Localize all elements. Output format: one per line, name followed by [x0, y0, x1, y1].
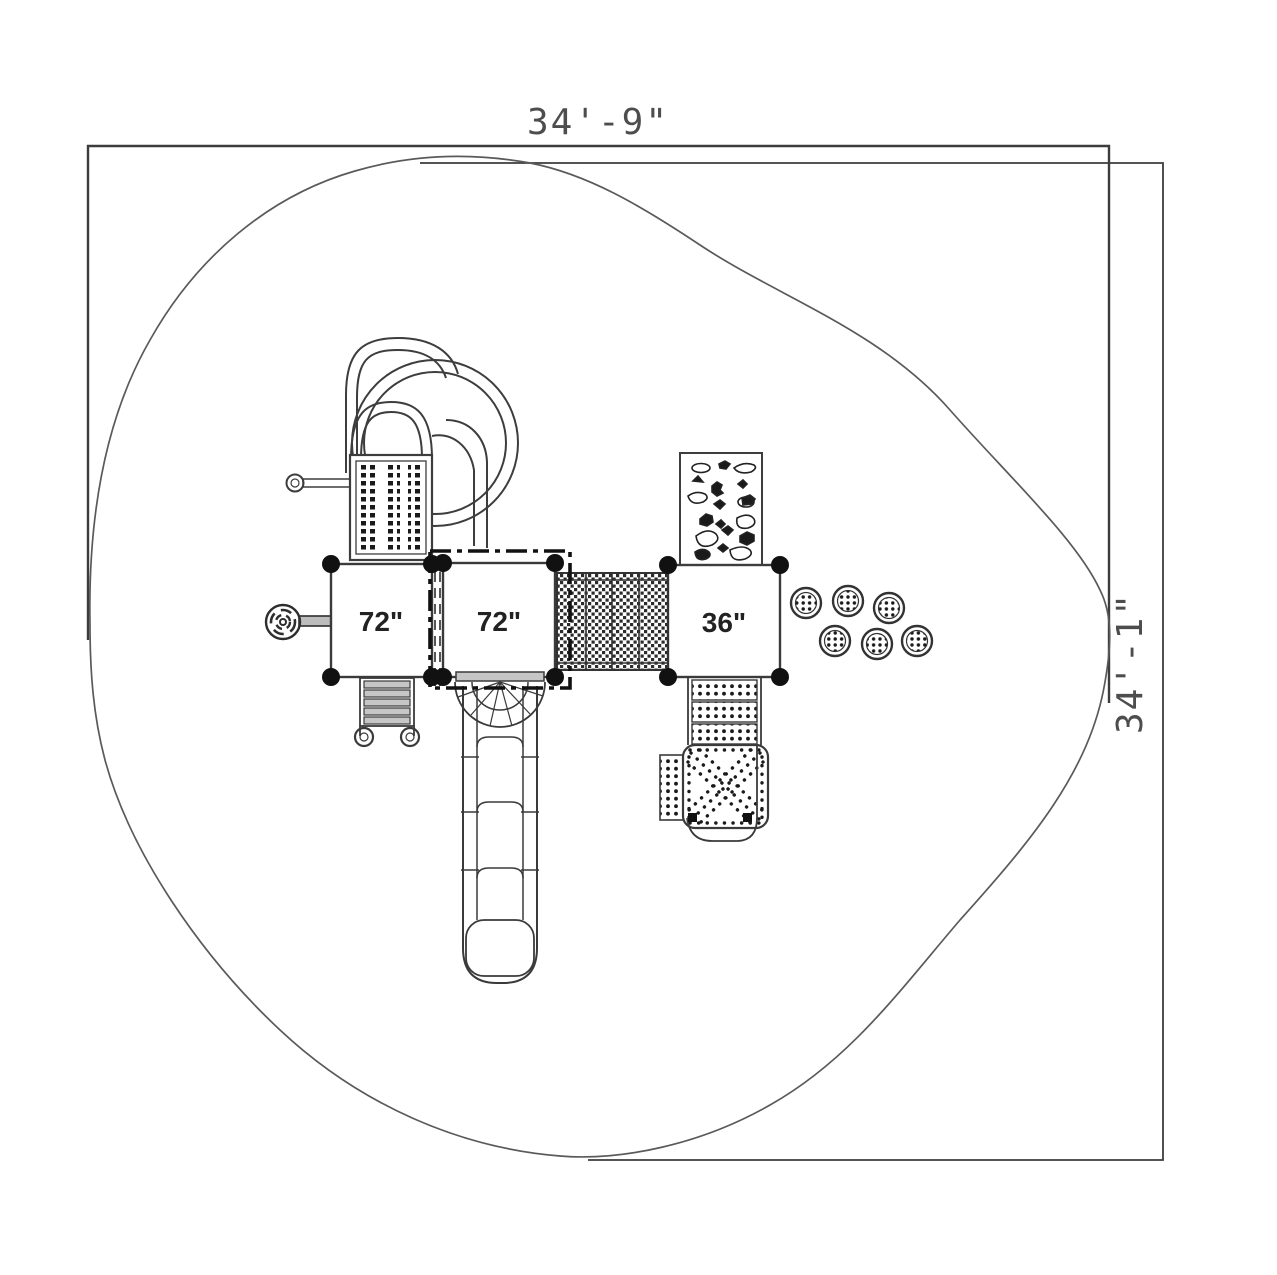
platform-decks — [329, 561, 782, 679]
stepping-pods — [789, 584, 934, 661]
platform-middle — [441, 561, 557, 679]
slide-hood — [454, 671, 546, 728]
boundary-square — [86, 144, 1164, 1161]
pod — [872, 591, 906, 625]
rock-climb-wall — [679, 452, 763, 566]
transfer-stairs — [353, 677, 421, 748]
dimension-top-label: 34'-9" — [527, 102, 669, 143]
platform-middle-label: 72" — [477, 606, 521, 637]
pod — [860, 627, 894, 661]
platform-right-label: 36" — [702, 607, 746, 638]
vertical-climber — [348, 453, 434, 562]
use-zone-outline — [88, 155, 1111, 1158]
pod — [831, 584, 865, 618]
cargo-bridge — [556, 572, 669, 671]
dimension-right-label: 34'-1" — [1110, 592, 1151, 734]
steering-wheel — [264, 603, 332, 641]
entry-handle — [285, 473, 351, 493]
corner-posts — [322, 554, 789, 686]
roof-outline — [428, 549, 572, 690]
platform-left — [329, 562, 434, 679]
spiral-slide — [345, 336, 519, 548]
ada-ramp — [659, 678, 770, 842]
transfer-platform — [681, 743, 770, 842]
platform-left-label: 72" — [359, 606, 403, 637]
pod — [818, 624, 852, 658]
deck-gap-lines — [434, 556, 441, 686]
straight-slide — [454, 671, 546, 984]
pod — [789, 586, 823, 620]
pod — [900, 624, 934, 658]
